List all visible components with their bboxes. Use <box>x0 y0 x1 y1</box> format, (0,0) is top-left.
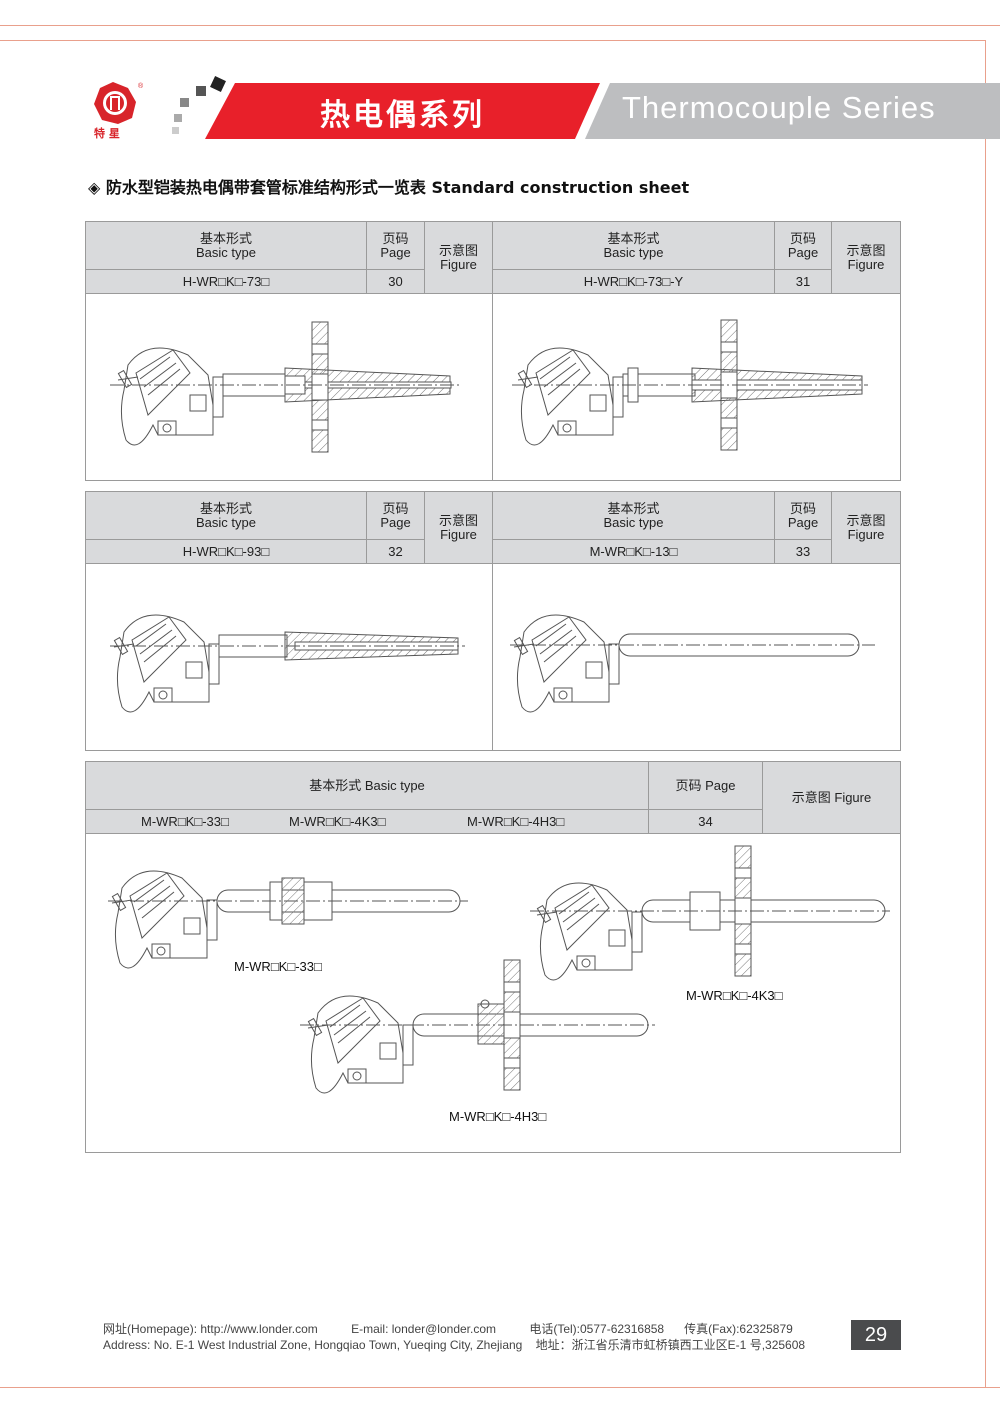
frame-line <box>0 1387 1000 1388</box>
svg-text:®: ® <box>138 82 144 90</box>
title-band-grey <box>585 83 1000 139</box>
figure-label-cn: 示意图 <box>846 512 886 528</box>
brand-logo: ® 特 星 <box>88 80 148 140</box>
figure-cell <box>86 564 493 750</box>
page-ref: 32 <box>367 540 425 564</box>
figure-label-cn: 示意图 <box>438 512 478 528</box>
basic-type-label-cn: 基本形式 <box>199 500 252 516</box>
figure-cell <box>86 294 493 480</box>
type-code: M-WR□K□-33□ <box>141 813 229 829</box>
frame-line <box>0 40 985 41</box>
figure-label-cn: 示意图 <box>846 242 886 258</box>
page-label-cn: 页码 <box>789 500 816 516</box>
footer-address: Address: No. E-1 West Industrial Zone, H… <box>103 1338 806 1352</box>
basic-type-label-en: Basic type <box>196 514 256 530</box>
type-code: H-WR□K□-73□ <box>86 270 367 294</box>
footer-contact: 网址(Homepage): http://www.londer.com E-ma… <box>103 1322 793 1336</box>
page-label: 页码 Page <box>649 762 763 810</box>
page-label-en: Page <box>380 514 411 530</box>
type-code: M-WR□K□-4H3□ <box>467 813 565 829</box>
type-code: M-WR□K□-13□ <box>493 540 775 564</box>
figure-caption: M-WR□K□-4H3□ <box>449 1109 547 1124</box>
page-label-cn: 页码 <box>789 230 816 246</box>
basic-type-label-cn: 基本形式 <box>607 500 660 516</box>
page-ref: 30 <box>367 270 425 294</box>
title-band-red <box>205 83 600 139</box>
section-title: ◈ 防水型铠装热电偶带套管标准结构形式一览表 Standard construc… <box>88 178 690 197</box>
basic-type-label: 基本形式 Basic type <box>86 762 649 810</box>
basic-type-label-en: Basic type <box>196 244 256 260</box>
figure-label-cn: 示意图 <box>438 242 478 258</box>
page-label-cn: 页码 <box>382 230 409 246</box>
svg-text:特 星: 特 星 <box>94 126 120 140</box>
type-code: H-WR□K□-93□ <box>86 540 367 564</box>
basic-type-label-cn: 基本形式 <box>199 230 252 246</box>
series-title-en: Thermocouple Series <box>622 90 936 125</box>
page-number: 29 <box>851 1320 901 1350</box>
page-label-en: Page <box>380 244 411 260</box>
basic-type-label-en: Basic type <box>603 244 664 260</box>
figure-label-en: Figure <box>847 256 885 272</box>
type-code: H-WR□K□-73□-Y <box>493 270 775 294</box>
figure-label-en: Figure <box>440 256 477 272</box>
figure-label: 示意图 Figure <box>763 762 900 834</box>
page-ref: 31 <box>775 270 832 294</box>
page-label-cn: 页码 <box>382 500 409 516</box>
basic-type-label-en: Basic type <box>603 514 664 530</box>
figure-caption: M-WR□K□-4K3□ <box>686 988 783 1003</box>
page-ref: 34 <box>649 810 763 834</box>
decorative-squares <box>168 74 228 138</box>
figure-label-en: Figure <box>847 526 885 542</box>
frame-line <box>0 25 1000 26</box>
figure-caption: M-WR□K□-33□ <box>234 959 322 974</box>
type-code: M-WR□K□-4K3□ <box>289 813 386 829</box>
construction-table-3: 基本形式 Basic type 页码 Page 示意图 Figure M-WR□… <box>85 761 901 1153</box>
frame-line <box>985 40 986 1388</box>
figure-label-en: Figure <box>440 526 477 542</box>
basic-type-label-cn: 基本形式 <box>607 230 660 246</box>
page-label-en: Page <box>787 244 819 260</box>
series-title-cn: 热电偶系列 <box>320 98 485 133</box>
page-label-en: Page <box>787 514 819 530</box>
page-ref: 33 <box>775 540 832 564</box>
